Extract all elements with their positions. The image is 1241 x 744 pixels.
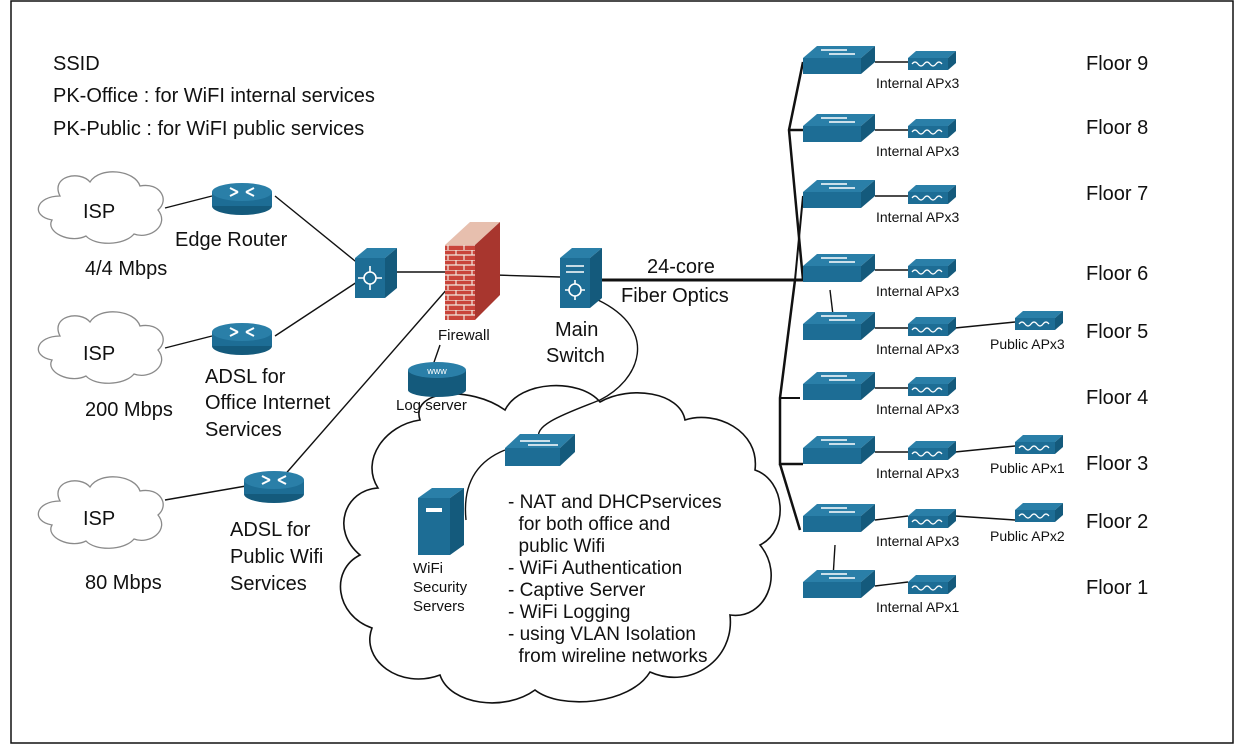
- adsl-office-label: Services: [205, 419, 282, 441]
- wifi-service-line: public Wifi: [508, 536, 606, 557]
- ssid-office: PK-Office : for WiFI internal services: [53, 85, 375, 107]
- adsl-public-router: [244, 471, 304, 503]
- internal-ap-label: Internal APx3: [876, 341, 960, 357]
- floor-label: Floor 3: [1086, 453, 1149, 475]
- adsl-office-label: Office Internet: [205, 392, 331, 414]
- public-ap-label: Public APx2: [990, 528, 1065, 544]
- fiber-label: Fiber Optics: [621, 285, 729, 307]
- internal-ap: [908, 51, 956, 70]
- adsl-public-label: Services: [230, 573, 307, 595]
- floor-switch: [803, 180, 875, 208]
- floor-label: Floor 1: [1086, 577, 1149, 599]
- isp-cloud: [37, 311, 164, 384]
- wifi-server-label: Security: [413, 579, 468, 596]
- adsl-public-label: ADSL for: [230, 519, 311, 541]
- wifi-service-line: - NAT and DHCPservices: [508, 492, 722, 513]
- isp-speed: 80 Mbps: [85, 572, 162, 594]
- internal-ap: [908, 441, 956, 460]
- adsl-office-label: ADSL for: [205, 366, 286, 388]
- floor-switch: [803, 436, 875, 464]
- internal-ap: [908, 119, 956, 138]
- floor-devices: [803, 46, 1063, 598]
- isp-cloud: [37, 171, 164, 244]
- floor-switch: [803, 570, 875, 598]
- adsl-office-router: [212, 323, 272, 355]
- internal-ap: [908, 377, 956, 396]
- internal-ap-label: Internal APx3: [876, 75, 960, 91]
- internal-ap-label: Internal APx3: [876, 209, 960, 225]
- ssid-public: PK-Public : for WiFI public services: [53, 118, 365, 140]
- internal-ap-label: Internal APx3: [876, 465, 960, 481]
- floor-label: Floor 6: [1086, 263, 1149, 285]
- isp-label: ISP: [83, 508, 116, 530]
- wifi-service-line: - WiFi Authentication: [508, 558, 683, 579]
- floor-label: Floor 4: [1086, 387, 1149, 409]
- public-ap-label: Public APx3: [990, 336, 1065, 352]
- wifi-security-cloud: [339, 384, 781, 704]
- internal-ap-label: Internal APx3: [876, 283, 960, 299]
- layer3-switch: [355, 248, 397, 298]
- wifi-service-line: - WiFi Logging: [508, 602, 631, 623]
- floor-switch: [803, 372, 875, 400]
- floor-label: Floor 9: [1086, 53, 1149, 75]
- public-ap: [1015, 435, 1063, 454]
- wifi-service-line: - Captive Server: [508, 580, 646, 601]
- public-ap: [1015, 311, 1063, 330]
- floor-switch: [803, 46, 875, 74]
- log-server-badge: www: [426, 366, 447, 376]
- floor-switch: [803, 312, 875, 340]
- isp-speed: 4/4 Mbps: [85, 258, 168, 280]
- firewall-label: Firewall: [438, 327, 490, 344]
- fiber-label: 24-core: [647, 256, 715, 278]
- main-switch: [560, 248, 602, 308]
- floor-label: Floor 8: [1086, 117, 1149, 139]
- internal-ap-label: Internal APx1: [876, 599, 960, 615]
- internal-ap: [908, 259, 956, 278]
- log-server: [408, 362, 466, 397]
- floor-switch: [803, 254, 875, 282]
- internal-ap: [908, 185, 956, 204]
- log-server-label: Log server: [396, 397, 467, 414]
- floor-switch: [803, 504, 875, 532]
- internal-ap: [908, 575, 956, 594]
- main-switch-label: Main: [555, 319, 599, 341]
- floor-label: Floor 7: [1086, 183, 1149, 205]
- edge-router: [212, 183, 272, 215]
- firewall: [445, 222, 500, 320]
- wifi-security-server: [418, 488, 464, 555]
- public-ap-label: Public APx1: [990, 460, 1065, 476]
- floor-switch: [803, 114, 875, 142]
- isp-cloud: [37, 476, 164, 549]
- internal-ap-label: Internal APx3: [876, 143, 960, 159]
- internal-ap-label: Internal APx3: [876, 533, 960, 549]
- main-switch-label: Switch: [546, 345, 605, 367]
- wifi-server-label: Servers: [413, 598, 465, 615]
- wifi-server-label: WiFi: [413, 560, 443, 577]
- isp-label: ISP: [83, 201, 116, 223]
- wifi-service-line: for both office and: [508, 514, 671, 535]
- wifi-service-line: from wireline networks: [508, 646, 708, 667]
- adsl-public-label: Public Wifi: [230, 546, 324, 568]
- internal-ap-label: Internal APx3: [876, 401, 960, 417]
- internal-ap: [908, 317, 956, 336]
- floor-label: Floor 2: [1086, 511, 1149, 533]
- edge-router-label: Edge Router: [175, 229, 288, 251]
- floor-label: Floor 5: [1086, 321, 1149, 343]
- public-ap: [1015, 503, 1063, 522]
- page-border: [10, 0, 1234, 744]
- wifi-service-line: - using VLAN Isolation: [508, 624, 696, 645]
- wifi-switch: [505, 434, 575, 466]
- isp-label: ISP: [83, 343, 116, 365]
- ssid-heading: SSID: [53, 53, 100, 75]
- internal-ap: [908, 509, 956, 528]
- isp-speed: 200 Mbps: [85, 399, 173, 421]
- connection-lines: [164, 61, 1016, 587]
